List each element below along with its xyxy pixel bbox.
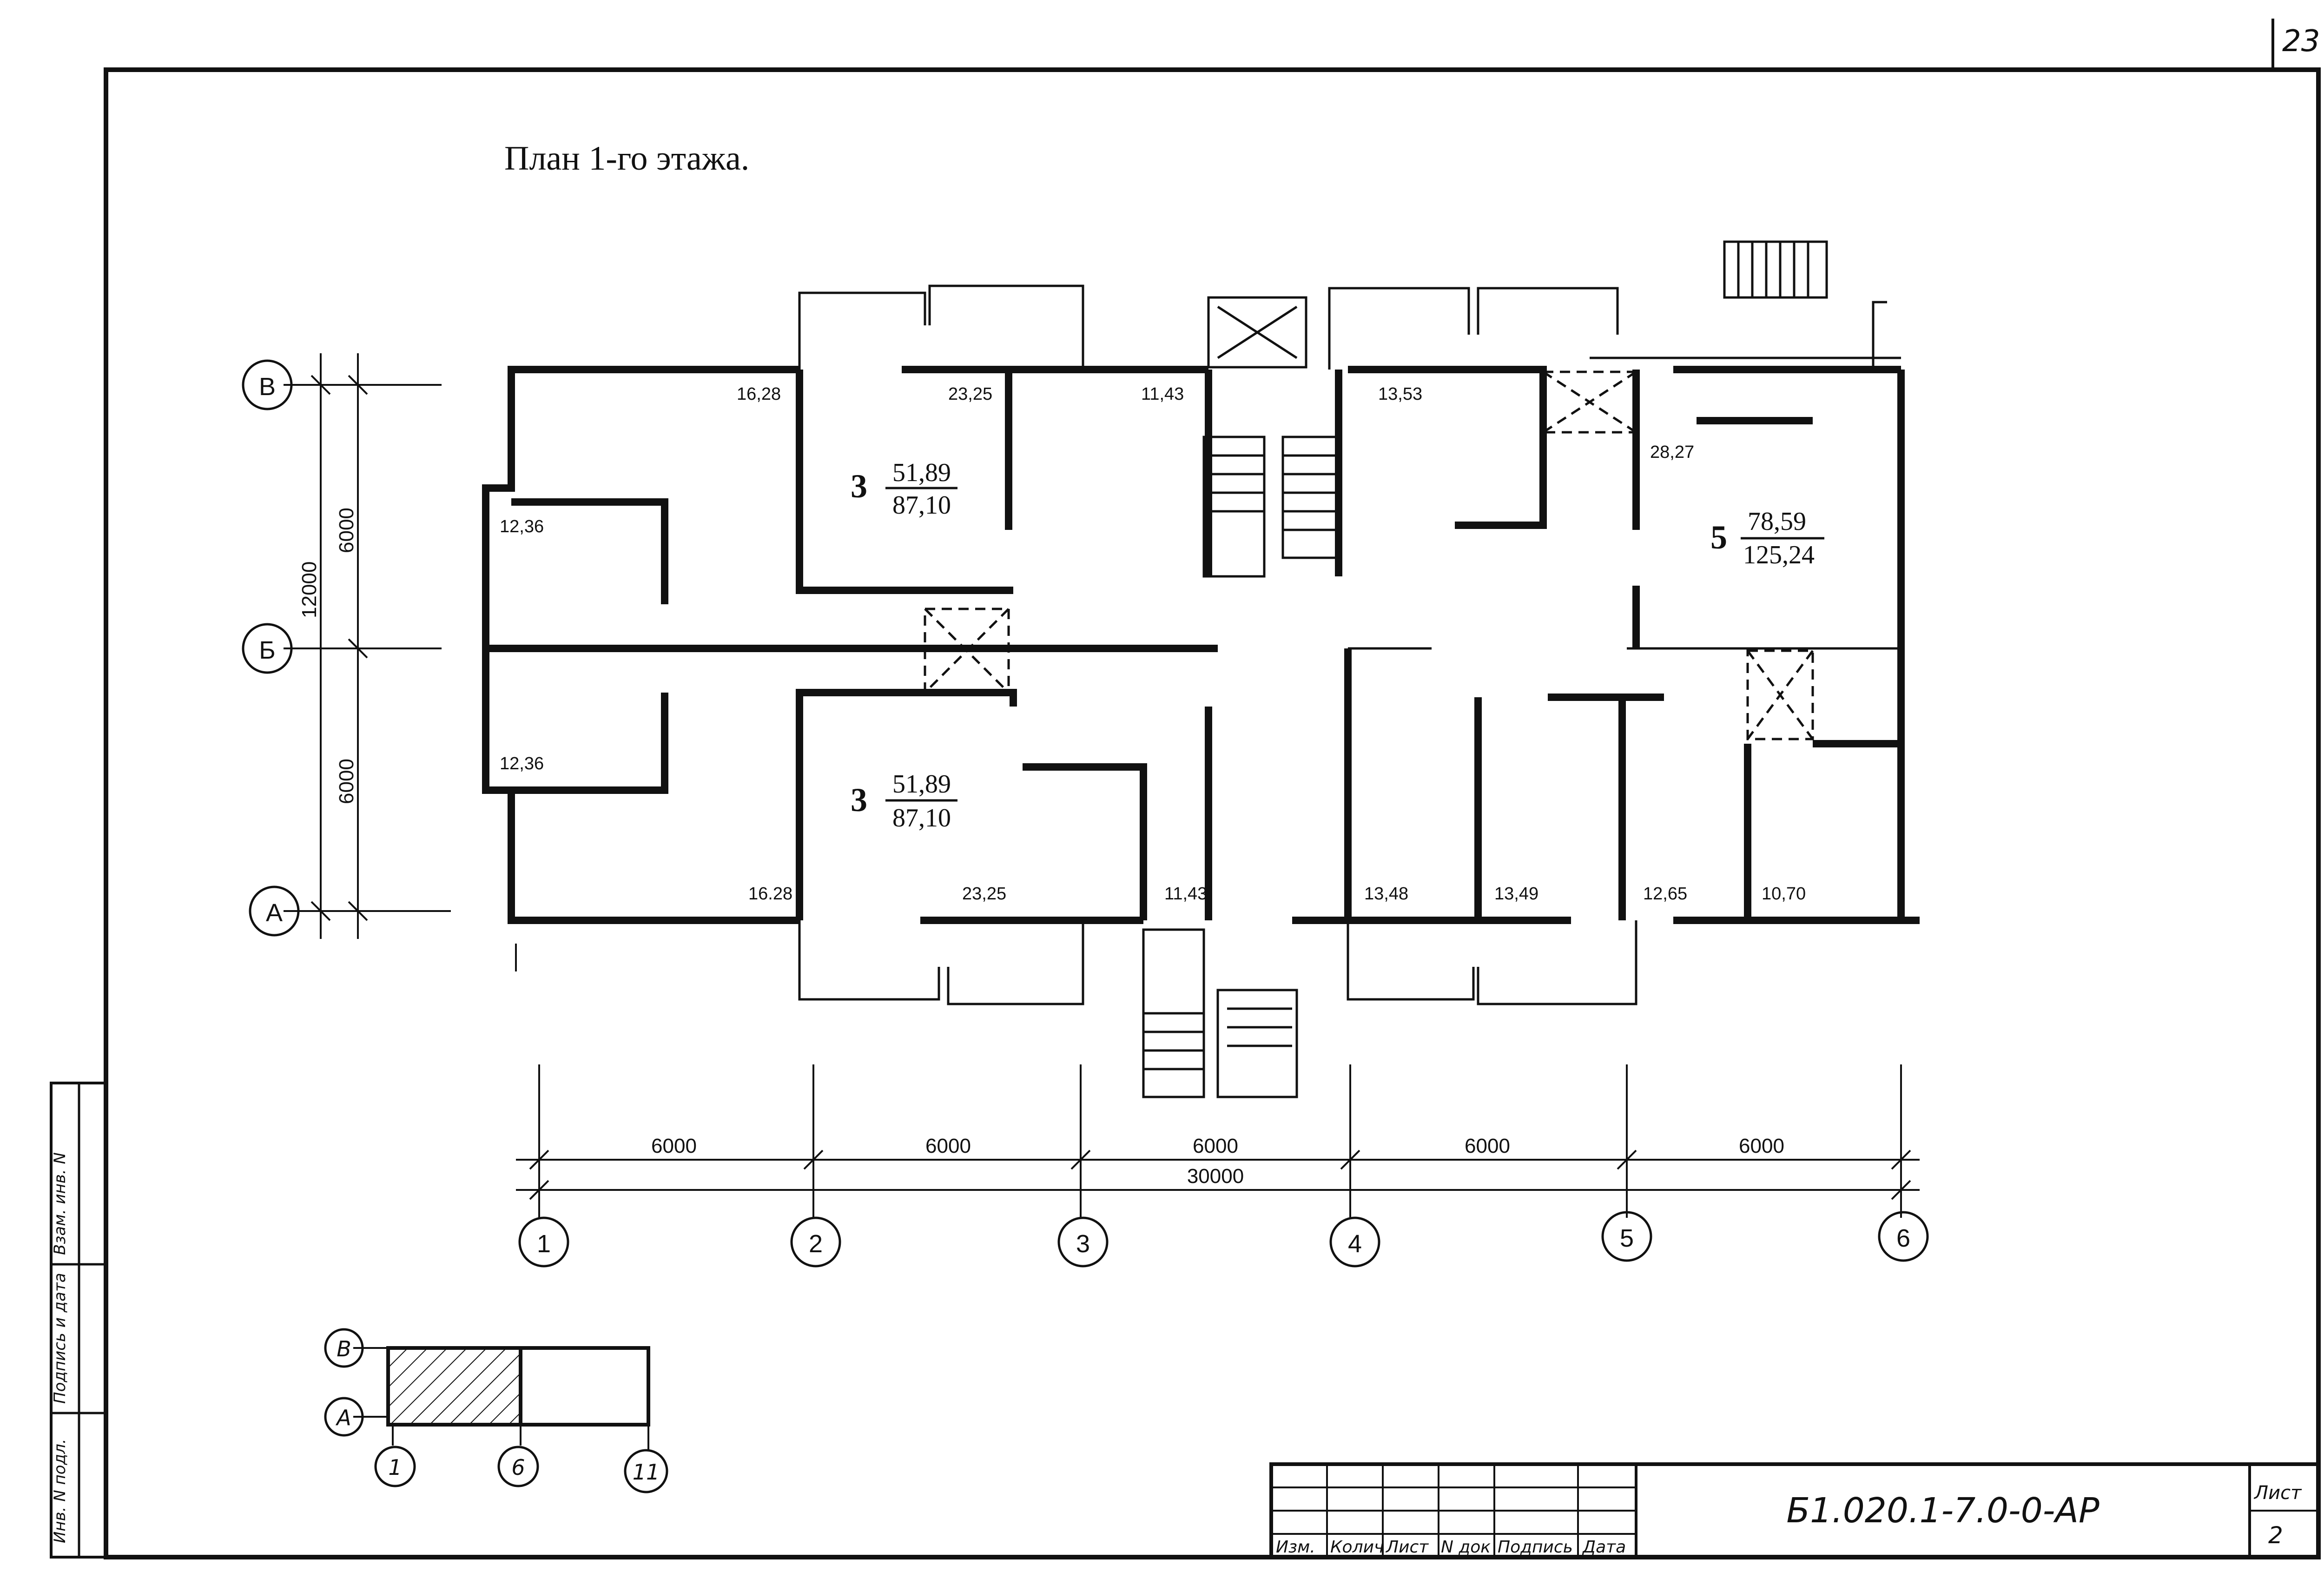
sheet-label: Лист bbox=[2253, 1482, 2302, 1504]
page-title: План 1-го этажа. bbox=[504, 139, 749, 178]
title-block-header-ndok: N док bbox=[1441, 1538, 1491, 1557]
room-area-bottom-4: 13,48 bbox=[1364, 884, 1408, 904]
row-axis-lines bbox=[284, 353, 451, 939]
room-area-bottom-2: 23,25 bbox=[962, 884, 1006, 904]
svg-text:5: 5 bbox=[1710, 519, 1727, 556]
apartment-label-2: 3 51,89 87,10 bbox=[851, 770, 957, 832]
axis-bubble-row-2: Б bbox=[242, 623, 293, 674]
axis-bubble-col-6: 6 bbox=[1878, 1211, 1929, 1262]
svg-text:3: 3 bbox=[851, 468, 867, 505]
svg-text:125,24: 125,24 bbox=[1743, 541, 1815, 569]
key-plan-col-2: 6 bbox=[497, 1446, 539, 1487]
room-area-bottom-6: 12,65 bbox=[1643, 884, 1687, 904]
sheet-number-corner: 23 bbox=[2282, 24, 2320, 59]
axis-bubble-row-3: А bbox=[249, 885, 300, 937]
dim-horizontal-span-1: 6000 bbox=[651, 1135, 697, 1157]
axis-bubble-col-2: 2 bbox=[790, 1216, 841, 1268]
key-plan-col-1: 1 bbox=[374, 1446, 416, 1487]
dim-horizontal-span-5: 6000 bbox=[1739, 1135, 1784, 1157]
room-area-bottom-1: 16.28 bbox=[748, 884, 792, 904]
svg-text:А: А bbox=[335, 1405, 351, 1430]
svg-text:78,59: 78,59 bbox=[1748, 507, 1806, 536]
side-stamp-signature: Подпись и дата bbox=[51, 1273, 69, 1404]
shafts bbox=[924, 370, 1814, 740]
key-plan-row-2: А bbox=[324, 1397, 364, 1437]
axis-bubble-col-3: 3 bbox=[1057, 1216, 1109, 1268]
svg-text:Б: Б bbox=[259, 636, 275, 664]
svg-text:А: А bbox=[266, 899, 283, 927]
room-area-bottom-7: 10,70 bbox=[1762, 884, 1806, 904]
svg-text:3: 3 bbox=[1076, 1230, 1090, 1258]
interior-partitions bbox=[511, 357, 1901, 920]
key-plan-row-1: В bbox=[324, 1328, 364, 1368]
title-block-header-list: Лист bbox=[1385, 1538, 1429, 1557]
room-area-left-2: 12,36 bbox=[500, 754, 544, 773]
axis-bubble-col-5: 5 bbox=[1601, 1211, 1652, 1262]
svg-text:В: В bbox=[337, 1336, 351, 1361]
title-block bbox=[1269, 1462, 2320, 1559]
room-area-bottom-5: 13,49 bbox=[1494, 884, 1538, 904]
room-area-top-4: 13,53 bbox=[1378, 384, 1422, 404]
sheet-frame bbox=[104, 19, 2321, 1559]
svg-text:11: 11 bbox=[633, 1460, 660, 1485]
balconies bbox=[798, 284, 1887, 1005]
svg-text:1: 1 bbox=[537, 1230, 551, 1258]
building-walls bbox=[482, 366, 1920, 924]
sheet-value: 2 bbox=[2268, 1522, 2283, 1549]
apartment-label-1: 3 51,89 87,10 bbox=[851, 458, 957, 520]
title-block-header-izm: Изм. bbox=[1276, 1538, 1315, 1557]
room-area-top-1: 16,28 bbox=[737, 384, 781, 404]
room-area-bottom-3: 11,43 bbox=[1164, 884, 1207, 904]
dim-horizontal-total: 30000 bbox=[1187, 1165, 1244, 1188]
svg-text:6: 6 bbox=[1896, 1224, 1910, 1252]
stair-flights bbox=[1142, 240, 1828, 1098]
svg-text:87,10: 87,10 bbox=[892, 804, 951, 832]
svg-text:87,10: 87,10 bbox=[892, 491, 951, 520]
side-stamp-inv: Инв. N подл. bbox=[51, 1439, 69, 1543]
dim-horizontal-span-4: 6000 bbox=[1465, 1135, 1510, 1157]
dim-horizontal-span-2: 6000 bbox=[925, 1135, 971, 1157]
title-block-header-podpis: Подпись bbox=[1498, 1538, 1573, 1557]
svg-text:1: 1 bbox=[388, 1455, 402, 1480]
svg-text:51,89: 51,89 bbox=[892, 458, 951, 487]
document-code: Б1.020.1-7.0-0-АР bbox=[1786, 1491, 2100, 1531]
side-stamp bbox=[50, 1082, 108, 1559]
title-block-header-data: Дата bbox=[1582, 1538, 1626, 1557]
dim-vertical-span-1: 6000 bbox=[335, 508, 358, 553]
svg-text:4: 4 bbox=[1348, 1230, 1362, 1258]
key-plan-col-3: 11 bbox=[624, 1449, 668, 1493]
svg-text:6: 6 bbox=[511, 1455, 525, 1480]
apartment-label-3: 5 78,59 125,24 bbox=[1710, 507, 1824, 569]
column-axis-lines bbox=[515, 944, 1920, 1218]
svg-text:5: 5 bbox=[1620, 1224, 1634, 1252]
room-area-top-3: 11,43 bbox=[1141, 384, 1184, 404]
axis-bubble-row-1: В bbox=[242, 359, 293, 410]
title-block-header-kolich: Колич bbox=[1330, 1538, 1384, 1557]
side-stamp-replace: Взам. инв. N bbox=[51, 1152, 69, 1255]
room-area-top-2: 23,25 bbox=[948, 384, 992, 404]
svg-text:3: 3 bbox=[851, 781, 867, 819]
dim-vertical-span-2: 6000 bbox=[335, 759, 358, 804]
axis-bubble-col-1: 1 bbox=[518, 1216, 569, 1268]
room-area-left-1: 12,36 bbox=[500, 517, 544, 536]
key-plan bbox=[353, 1346, 650, 1450]
svg-text:2: 2 bbox=[809, 1230, 823, 1258]
svg-text:51,89: 51,89 bbox=[892, 770, 951, 799]
room-area-top-5: 28,27 bbox=[1650, 443, 1694, 462]
axis-bubble-col-4: 4 bbox=[1329, 1216, 1380, 1268]
dim-horizontal-span-3: 6000 bbox=[1193, 1135, 1238, 1157]
dim-vertical-total: 12000 bbox=[298, 561, 321, 618]
svg-text:В: В bbox=[259, 373, 276, 401]
